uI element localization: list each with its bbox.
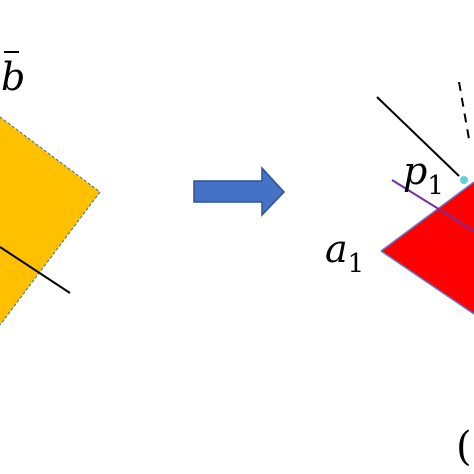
right-dashed-line	[458, 81, 470, 140]
red-diamond-edge-top	[380, 181, 474, 252]
left-black-line	[0, 246, 71, 294]
right-black-line	[376, 96, 460, 177]
label-b: b	[1, 55, 25, 99]
orange-square	[0, 117, 100, 325]
red-diamond	[381, 182, 474, 314]
red-diamond-edge-bottom	[380, 250, 474, 315]
purple-line	[391, 179, 474, 232]
left-panel: b	[0, 51, 101, 326]
orange-square-dashed-edge-top	[0, 116, 101, 193]
label-p1: p1	[403, 149, 444, 201]
right-panel: p1 a1 (	[325, 81, 474, 470]
p1-point	[460, 176, 468, 184]
right-arrow	[193, 166, 286, 217]
orange-square-dashed-edge-bottom	[0, 191, 101, 326]
label-a1: a1	[325, 227, 364, 279]
panel-tag-partial: (	[456, 424, 472, 470]
